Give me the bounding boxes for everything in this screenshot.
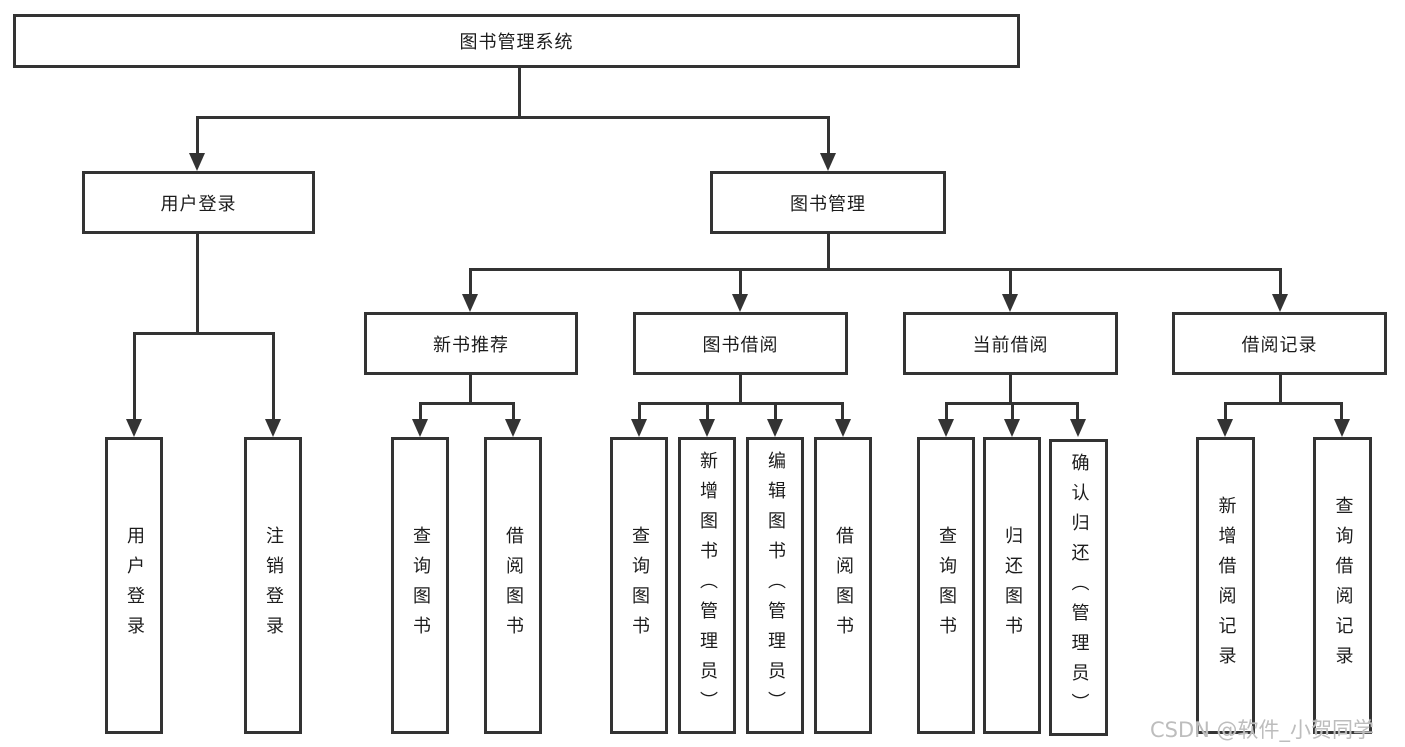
node-leaf-bb-add-books-admin: 新增图书（管理员） [678,437,736,734]
node-leaf-nb-query-books: 查询图书 [391,437,449,734]
node-leaf-cb-return-books: 归还图书 [983,437,1041,734]
node-new-book-rec: 新书推荐 [364,312,578,375]
node-leaf-bb-query-books: 查询图书 [610,437,668,734]
connector-book-mgmt-stem [827,233,830,270]
node-leaf-nb-borrow-books: 借阅图书 [484,437,542,734]
node-leaf-cb-return-books-label: 归还图书 [1002,525,1023,646]
connector-drop-current-borrow [1009,268,1012,296]
arrow-down-icon [412,419,428,437]
connector-user-login-branch [133,332,275,335]
node-root: 图书管理系统 [13,14,1020,68]
arrow-down-icon [835,419,851,437]
node-leaf-br-query-record: 查询借阅记录 [1313,437,1372,734]
connector-drop-user-login [196,116,199,155]
arrow-down-icon [820,153,836,171]
arrow-down-icon [1272,294,1288,312]
arrow-down-icon [462,294,478,312]
arrow-down-icon [631,419,647,437]
arrow-down-icon [1070,419,1086,437]
arrow-down-icon [938,419,954,437]
arrow-down-icon [126,419,142,437]
connector-drop-leaf [706,402,709,422]
arrow-down-icon [767,419,783,437]
node-leaf-bb-add-books-admin-label: 新增图书（管理员） [697,450,718,721]
node-leaf-cb-confirm-return-admin: 确认归还（管理员） [1049,439,1108,736]
node-leaf-bb-borrow-books: 借阅图书 [814,437,872,734]
node-user-login-group-label: 用户登录 [160,193,237,215]
node-book-mgmt-group-label: 图书管理 [790,193,866,215]
connector-drop-leaf [419,402,422,422]
node-leaf-nb-borrow-books-label: 借阅图书 [503,525,524,646]
node-leaf-bb-edit-books-admin: 编辑图书（管理员） [746,437,804,734]
connector-drop-borrow-records [1279,268,1282,296]
connector-borrow-records-stem [1279,374,1282,405]
node-leaf-br-add-record: 新增借阅记录 [1196,437,1255,734]
connector-current-borrow-stem [1009,374,1012,405]
node-leaf-bb-borrow-books-label: 借阅图书 [833,525,854,646]
connector-user-login-stem [196,233,199,335]
connector-drop-leaf [774,402,777,422]
node-leaf-user-login: 用户登录 [105,437,163,734]
node-leaf-logout: 注销登录 [244,437,302,734]
arrow-down-icon [1334,419,1350,437]
node-leaf-cb-query-books-label: 查询图书 [936,525,957,646]
connector-drop-leaf [1340,402,1343,422]
connector-drop-leaf [1011,402,1014,422]
connector-book-borrow-stem [739,374,742,405]
connector-new-book-branch [419,402,515,405]
node-leaf-cb-query-books: 查询图书 [917,437,975,734]
node-leaf-logout-label: 注销登录 [263,525,284,646]
connector-book-borrow-branch [638,402,844,405]
connector-drop-leaf [1076,402,1079,422]
connector-drop-book-borrow [739,268,742,296]
node-leaf-user-login-label: 用户登录 [124,525,145,646]
node-book-borrow: 图书借阅 [633,312,848,375]
node-leaf-bb-edit-books-admin-label: 编辑图书（管理员） [765,450,786,721]
connector-root-stem [518,67,521,118]
node-new-book-rec-label: 新书推荐 [433,334,509,356]
node-user-login-group: 用户登录 [82,171,315,234]
connector-level3-branch [469,268,1282,271]
connector-drop-leaf [945,402,948,422]
connector-new-book-stem [469,374,472,405]
node-leaf-br-add-record-label: 新增借阅记录 [1215,495,1237,676]
arrow-down-icon [1217,419,1233,437]
arrow-down-icon [1004,419,1020,437]
node-book-mgmt-group: 图书管理 [710,171,946,234]
connector-drop-leaf [133,332,136,422]
connector-drop-leaf [638,402,641,422]
node-root-label: 图书管理系统 [459,32,574,53]
arrow-down-icon [732,294,748,312]
connector-borrow-records-branch [1224,402,1343,405]
csdn-watermark: CSDN @软件_小贺同学 [1150,718,1375,742]
node-leaf-bb-query-books-label: 查询图书 [629,525,650,646]
arrow-down-icon [1002,294,1018,312]
arrow-down-icon [189,153,205,171]
arrow-down-icon [265,419,281,437]
node-book-borrow-label: 图书借阅 [702,334,779,356]
arrow-down-icon [699,419,715,437]
connector-drop-leaf [512,402,515,422]
connector-drop-leaf [1224,402,1227,422]
node-leaf-nb-query-books-label: 查询图书 [410,525,431,646]
connector-level2-branch [196,116,830,119]
connector-drop-book-mgmt [827,116,830,155]
node-leaf-cb-confirm-return-admin-label: 确认归还（管理员） [1068,452,1090,723]
node-current-borrow: 当前借阅 [903,312,1118,375]
connector-drop-new-book [469,268,472,296]
node-current-borrow-label: 当前借阅 [972,334,1049,356]
connector-drop-leaf [272,332,275,422]
node-borrow-records-label: 借阅记录 [1241,334,1318,356]
connector-drop-leaf [841,402,844,422]
node-leaf-br-query-record-label: 查询借阅记录 [1332,495,1354,676]
node-borrow-records: 借阅记录 [1172,312,1387,375]
arrow-down-icon [505,419,521,437]
